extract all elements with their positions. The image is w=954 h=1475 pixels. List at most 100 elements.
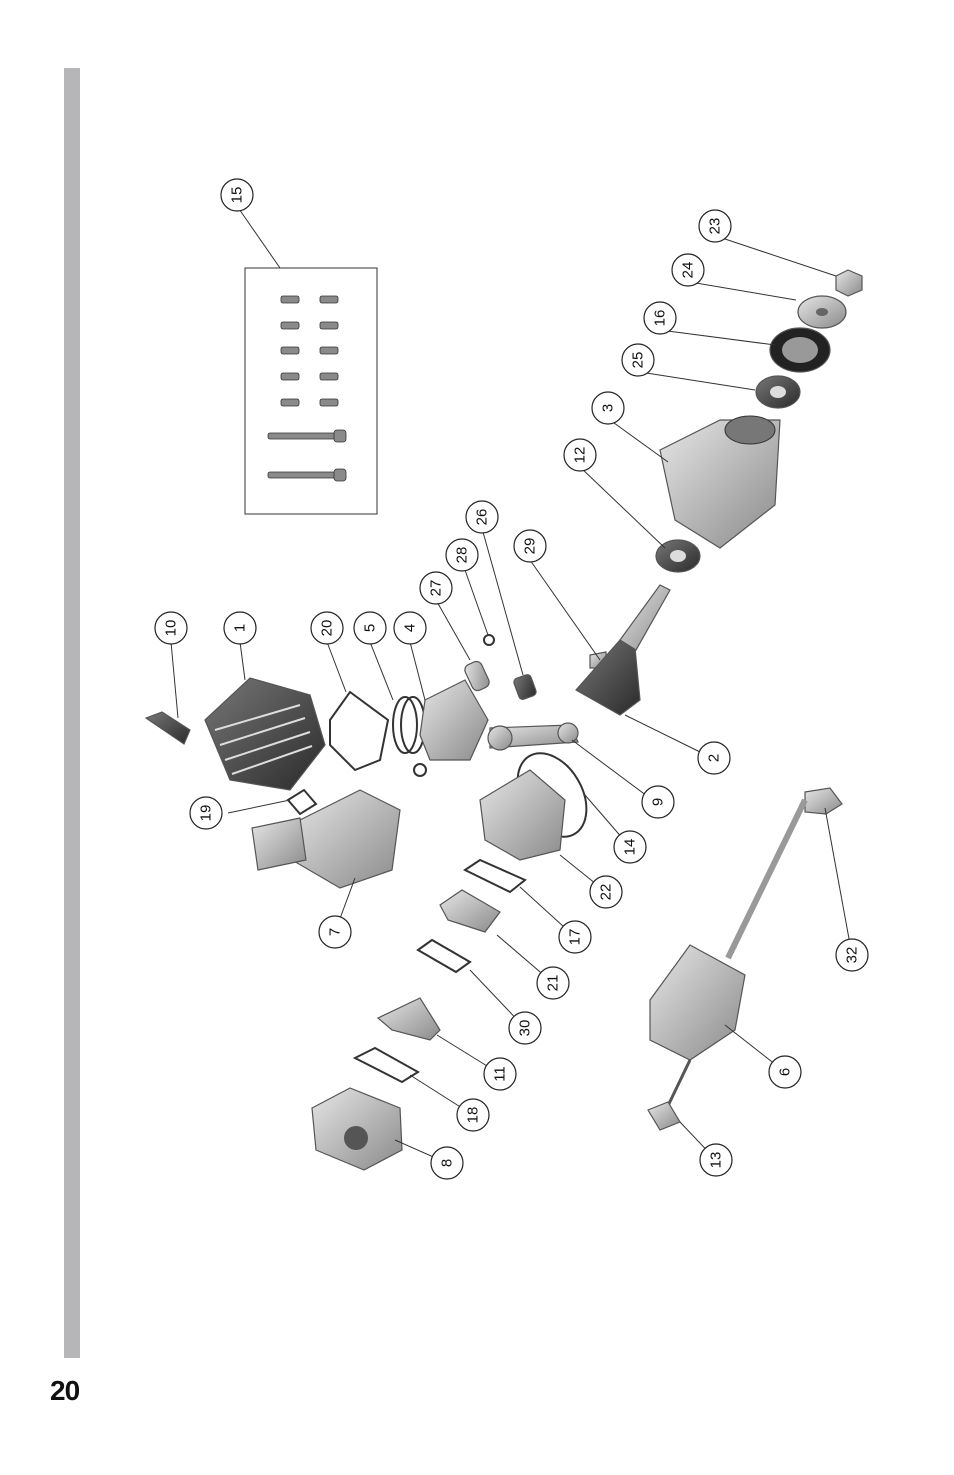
callout-label: 4 (402, 624, 419, 632)
callout-2: 2 (697, 741, 731, 775)
callout-3: 3 (591, 391, 625, 425)
part-carburetor (311, 1087, 403, 1171)
callout-label: 8 (439, 1159, 456, 1167)
callout-label: 25 (630, 352, 647, 369)
callout-label: 9 (650, 798, 667, 806)
callout-26: 26 (465, 500, 499, 534)
callout-23: 23 (698, 209, 732, 243)
callout-25: 25 (621, 343, 655, 377)
part-intake-manifold (376, 997, 441, 1041)
callout-circle (558, 920, 592, 954)
part-cylinder (204, 677, 326, 791)
callout-label: 27 (428, 580, 445, 597)
part-muffler (251, 789, 401, 889)
callout-label: 12 (572, 447, 589, 464)
callout-circle (465, 500, 499, 534)
callout-circle (353, 611, 387, 645)
callout-5: 5 (353, 611, 387, 645)
callout-circle (563, 438, 597, 472)
part-piston (419, 679, 489, 761)
callout-label: 28 (454, 547, 471, 564)
part-washer (797, 295, 847, 329)
callout-circle (697, 741, 731, 775)
callout-17: 17 (558, 920, 592, 954)
callout-label: 15 (229, 187, 246, 204)
callout-circle (318, 915, 352, 949)
callout-22: 22 (589, 875, 623, 909)
callout-circle (220, 178, 254, 212)
part-reed-gasket (416, 938, 472, 974)
part-connecting-rod (487, 722, 579, 751)
part-hall-sensor (647, 1059, 692, 1131)
callout-27: 27 (419, 571, 453, 605)
callout-30: 30 (508, 1011, 542, 1045)
callout-label: 11 (492, 1066, 509, 1082)
callout-label: 17 (567, 929, 584, 946)
part-pin-clip (483, 634, 495, 646)
part-cylinder-gasket (329, 690, 390, 772)
callout-circle (591, 391, 625, 425)
callout-circle (419, 571, 453, 605)
callout-24: 24 (671, 253, 705, 287)
callout-6: 6 (768, 1055, 802, 1089)
callout-label: 32 (844, 947, 861, 964)
callout-label: 22 (598, 884, 615, 901)
part-spark-plug (144, 711, 191, 745)
screw-set (267, 295, 347, 482)
callout-circle (430, 1146, 464, 1180)
part-carb-gasket (352, 1046, 420, 1084)
callout-circle (641, 785, 675, 819)
callout-29: 29 (513, 529, 547, 563)
callout-label: 10 (163, 620, 180, 637)
side-bar (64, 68, 80, 1358)
callout-circle (768, 1055, 802, 1089)
part-main-bearing (655, 539, 701, 573)
callout-label: 7 (327, 928, 344, 936)
callout-circle (189, 796, 223, 830)
callout-21: 21 (536, 966, 570, 1000)
callout-11: 11 (483, 1057, 517, 1091)
part-needle-bearing (513, 674, 537, 700)
callout-circle (589, 875, 623, 909)
callout-circle (613, 830, 647, 864)
callout-8: 8 (430, 1146, 464, 1180)
callout-10: 10 (154, 611, 188, 645)
callout-circle (223, 611, 257, 645)
callout-label: 13 (708, 1152, 725, 1169)
callout-label: 5 (362, 624, 379, 632)
callout-9: 9 (641, 785, 675, 819)
callout-label: 21 (545, 975, 562, 992)
callout-circle (393, 611, 427, 645)
page-number: 20 (50, 1375, 80, 1406)
callout-circle (483, 1057, 517, 1091)
callout-12: 12 (563, 438, 597, 472)
part-rear-bearing (755, 375, 801, 409)
callout-label: 1 (232, 624, 249, 632)
part-piston-rings (392, 696, 426, 754)
callout-circle (643, 301, 677, 335)
part-drive-hub (769, 327, 831, 373)
callout-label: 6 (777, 1068, 794, 1076)
callout-label: 23 (707, 218, 724, 235)
callout-label: 3 (600, 404, 617, 412)
callout-markers: 1234567891011121314151617181920212223242… (154, 178, 869, 1180)
callout-label: 24 (680, 262, 697, 279)
callout-circle (835, 938, 869, 972)
callout-13: 13 (699, 1143, 733, 1177)
callout-label: 29 (522, 538, 539, 555)
callout-label: 18 (465, 1107, 482, 1124)
callout-1: 1 (223, 611, 257, 645)
part-piston-pin (464, 660, 490, 692)
callout-circle (456, 1098, 490, 1132)
part-rear-cover (479, 769, 566, 861)
callout-circle (513, 529, 547, 563)
callout-circle (154, 611, 188, 645)
part-reed-block (439, 889, 501, 933)
callout-circle (621, 343, 655, 377)
callout-32: 32 (835, 938, 869, 972)
callout-circle (445, 538, 479, 572)
part-ignition-module (649, 944, 746, 1061)
callout-label: 30 (517, 1020, 534, 1037)
callout-label: 26 (474, 509, 491, 526)
